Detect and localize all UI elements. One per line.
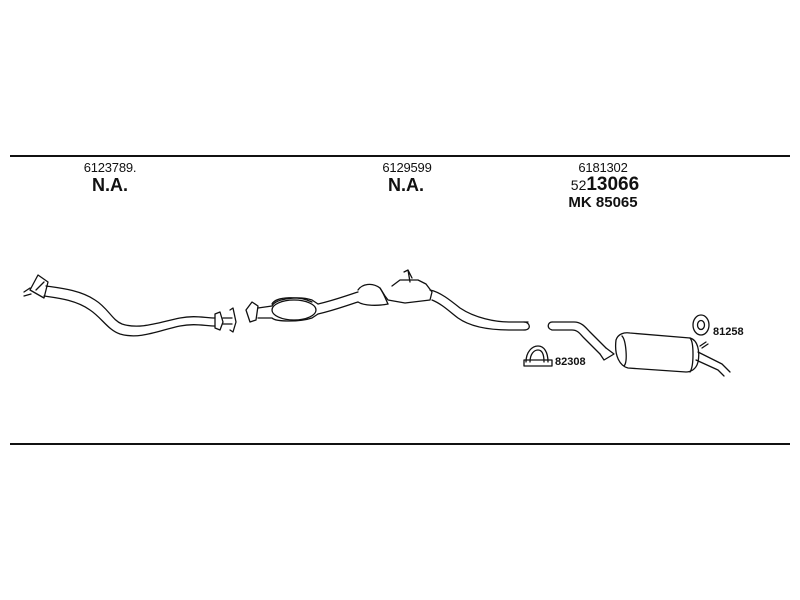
top-rule [10,155,790,157]
rear-inlet-pipe [547,321,615,361]
section-3-mk-code: MK 85065 [568,194,638,211]
centre-pipe-assembly [245,269,530,331]
section-3-part-number: 6181302 [578,160,628,175]
clamp-callout-label: 82308 [555,356,586,368]
bottom-rule [10,443,790,445]
front-flange-left [29,274,49,299]
rear-tailpipe-lower [695,359,725,377]
section-3-code-main: 13066 [586,174,640,195]
rear-tailpipe-upper [697,351,731,373]
hanger-81258-icon [692,314,710,336]
centre-inlet-flange [245,301,259,323]
centre-tailpipe-upper [429,289,529,323]
section-3-code-prefix: 52 [570,177,587,193]
middle-silencer [357,279,433,304]
hanger-callout-label: 81258 [713,326,744,338]
silencer-hanger-tab [403,269,413,283]
rear-silencer [614,332,731,377]
front-pipe-upper [45,285,216,327]
front-downpipe [23,274,237,337]
front-pipe-lower [43,295,216,337]
section-1-part-number: 6123789. [83,160,137,175]
catalytic-converter [271,299,317,321]
section-2-status: N.A. [388,175,424,195]
section-3-code: 5213066 [550,174,660,196]
section-2-part-number: 6129599 [382,160,432,175]
clamp-82308-icon [523,345,553,367]
centre-tailpipe-lower [431,299,525,331]
section-1-status: N.A. [92,175,128,195]
front-pipe-flange [214,311,224,331]
